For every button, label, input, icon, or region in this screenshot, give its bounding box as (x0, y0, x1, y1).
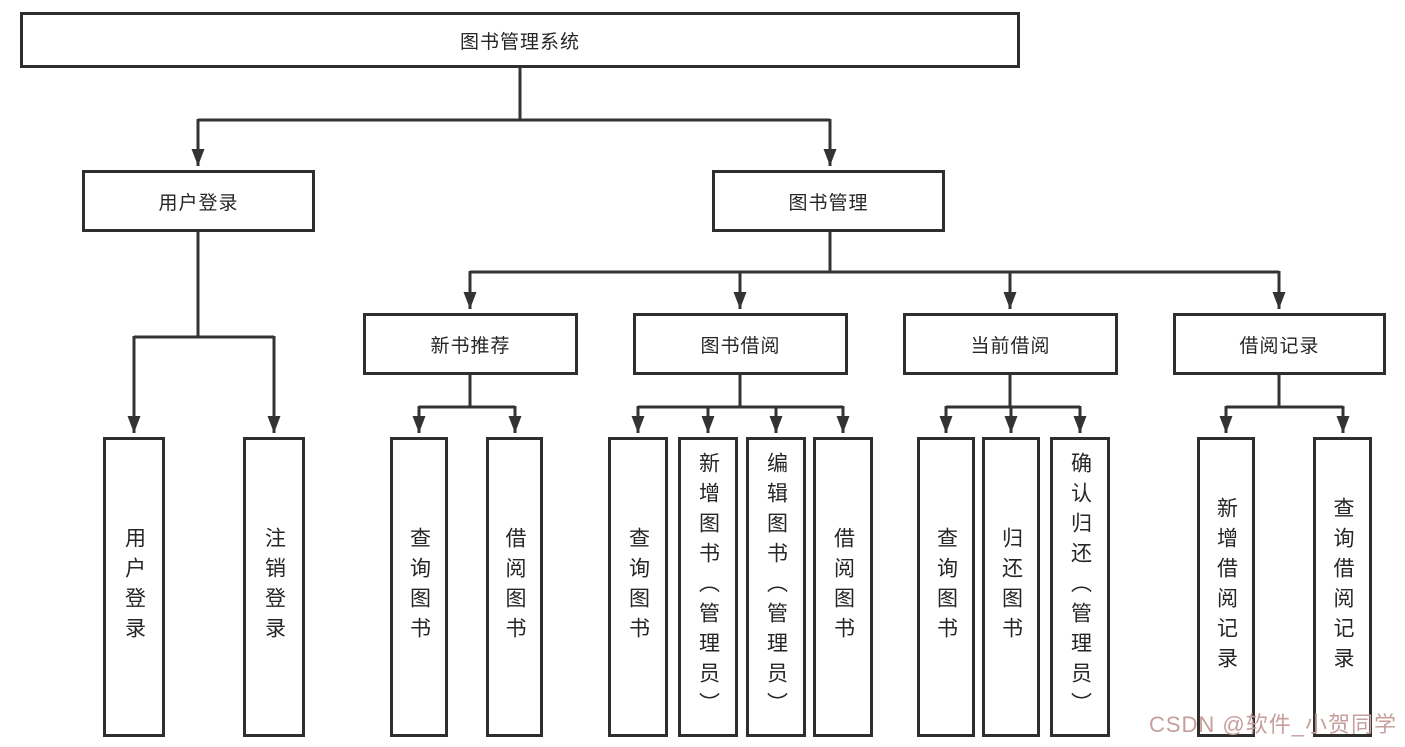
node-root-system: 图书管理系统 (20, 12, 1020, 68)
leaf-edit-books-admin: 编辑图书（管理员） (746, 437, 806, 737)
node-label: 图书管理 (788, 192, 869, 214)
leaf-user-login: 用户登录 (103, 437, 165, 737)
connector-trunks (134, 68, 1343, 409)
node-label: 用户登录 (158, 192, 239, 214)
leaf-query-borrow-record: 查询借阅记录 (1313, 437, 1372, 737)
node-current-borrow: 当前借阅 (903, 313, 1118, 375)
node-label: 查询图书 (626, 527, 650, 647)
node-borrow-records: 借阅记录 (1173, 313, 1386, 375)
leaf-add-books-admin: 新增图书（管理员） (678, 437, 738, 737)
leaf-add-borrow-record: 新增借阅记录 (1197, 437, 1255, 737)
node-label: 借阅图书 (831, 527, 855, 647)
node-book-borrow: 图书借阅 (633, 313, 848, 375)
leaf-query-books-borrow: 查询图书 (608, 437, 668, 737)
node-label: 查询图书 (934, 527, 958, 647)
node-label: 查询借阅记录 (1331, 497, 1354, 677)
node-label: 注销登录 (262, 527, 286, 647)
node-label: 图书借阅 (700, 335, 781, 357)
leaf-query-books-recommend: 查询图书 (390, 437, 448, 737)
leaf-return-books: 归还图书 (982, 437, 1040, 737)
leaf-query-books-current: 查询图书 (917, 437, 975, 737)
node-label: 借阅记录 (1239, 335, 1320, 357)
node-label: 确认归还（管理员） (1068, 452, 1092, 722)
node-label: 借阅图书 (503, 527, 526, 647)
leaf-borrow-books-recommend: 借阅图书 (486, 437, 543, 737)
node-label: 新增图书（管理员） (696, 452, 720, 722)
node-new-book-recommend: 新书推荐 (363, 313, 578, 375)
node-label: 查询图书 (407, 527, 431, 647)
node-label: 归还图书 (999, 527, 1023, 647)
node-label: 图书管理系统 (459, 31, 580, 53)
leaf-logout: 注销登录 (243, 437, 305, 737)
node-label: 当前借阅 (970, 335, 1051, 357)
leaf-confirm-return-admin: 确认归还（管理员） (1050, 437, 1110, 737)
node-book-management-branch: 图书管理 (712, 170, 945, 232)
node-user-login-branch: 用户登录 (82, 170, 315, 232)
leaf-borrow-books: 借阅图书 (813, 437, 873, 737)
node-label: 用户登录 (122, 527, 146, 647)
node-label: 新书推荐 (430, 335, 511, 357)
node-label: 新增借阅记录 (1214, 497, 1238, 677)
node-label: 编辑图书（管理员） (764, 452, 788, 722)
